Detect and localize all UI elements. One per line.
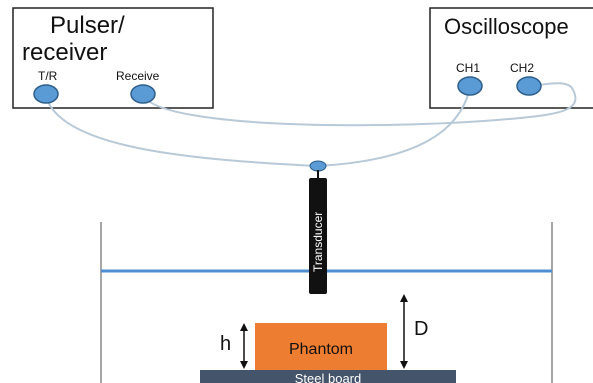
h-label: h [220, 333, 231, 355]
tr-port[interactable] [33, 84, 59, 104]
receive-port-label: Receive [116, 69, 160, 83]
receive-port[interactable] [130, 84, 156, 104]
cable-junction [309, 160, 327, 172]
d-label: D [414, 318, 428, 340]
ch2-port-label: CH2 [510, 61, 534, 75]
transducer-body [309, 178, 327, 294]
ch2-port[interactable] [516, 76, 542, 96]
transducer-label: Transducer [311, 212, 325, 272]
oscilloscope-box [429, 7, 593, 109]
oscilloscope-unit: Oscilloscope CH1 CH2 [429, 7, 593, 109]
ch1-port-label: CH1 [456, 61, 480, 75]
steel-board [200, 370, 456, 383]
phantom-label: Phantom [289, 341, 353, 358]
ch1-port[interactable] [457, 76, 483, 96]
cables [45, 82, 577, 167]
cable-junction-to-ch1 [317, 87, 471, 167]
transducer: Transducer [309, 170, 327, 294]
h-dimension-arrow [240, 323, 248, 369]
tr-port-label: T/R [38, 69, 58, 83]
pulser-receiver-title-line1: Pulser/ [50, 12, 125, 39]
phantom-block [255, 323, 387, 370]
d-dimension-arrow [400, 294, 408, 369]
cable-receive-to-ch2 [142, 82, 577, 127]
oscilloscope-title: Oscilloscope [444, 14, 569, 39]
pulser-receiver-title-line2: receiver [22, 39, 107, 66]
steel-board-label: Steel board [295, 371, 362, 383]
cable-tr-to-junction [45, 95, 319, 167]
